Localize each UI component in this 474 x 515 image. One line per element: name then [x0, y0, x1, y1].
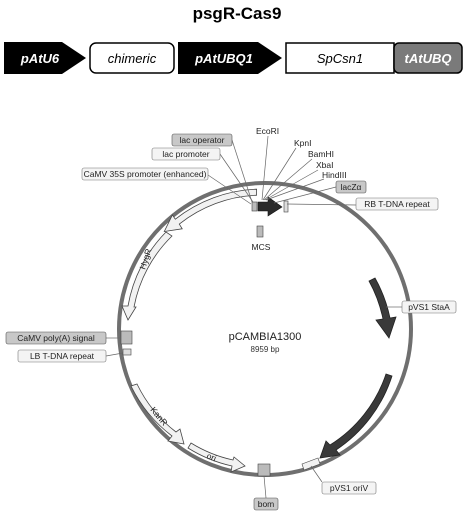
lb-repeat-marker: [122, 348, 132, 356]
mcs-marker: [256, 225, 264, 238]
label-lacz: lacZα: [335, 180, 367, 194]
construct-title: psgR-Cas9: [192, 4, 282, 23]
label-ecori: EcoRI: [256, 126, 279, 136]
construct-label-spcsn1: SpCsn1: [317, 51, 363, 66]
construct-label-tatubq: tAtUBQ: [405, 51, 452, 66]
label-kpni: KpnI: [294, 138, 312, 148]
plasmid-backbone: [117, 181, 413, 477]
linear-construct: pAtU6 chimeric pAtUBQ1 SpCsn1 tAtUBQ: [4, 42, 463, 74]
svg-text:XbaI: XbaI: [316, 160, 334, 170]
lacz-arrow: [257, 196, 283, 217]
svg-text:pVS1 StaA: pVS1 StaA: [408, 302, 450, 312]
svg-text:lac operator: lac operator: [180, 135, 225, 145]
construct-label-patubq1: pAtUBQ1: [194, 51, 253, 66]
leader-lines: [105, 135, 402, 499]
label-hindiii: HindIII: [322, 170, 347, 180]
construct-element-patu6: pAtU6: [4, 42, 86, 74]
kanr-arrow: [130, 383, 185, 445]
mcs-label: MCS: [252, 242, 271, 252]
svg-text:CaMV 35S promoter (enhanced): CaMV 35S promoter (enhanced): [84, 169, 207, 179]
svg-text:LB T-DNA repeat: LB T-DNA repeat: [30, 351, 95, 361]
label-lb-repeat: LB T-DNA repeat: [17, 349, 107, 363]
ori-arrow: [187, 442, 246, 473]
label-camv-polya: CaMV poly(A) signal: [5, 331, 107, 345]
construct-element-tatubq: tAtUBQ: [393, 42, 463, 74]
svg-text:RB T-DNA repeat: RB T-DNA repeat: [364, 199, 430, 209]
construct-element-patubq1: pAtUBQ1: [178, 42, 282, 74]
label-camv-35s: CaMV 35S promoter (enhanced): [81, 167, 209, 181]
construct-element-spcsn1: SpCsn1: [285, 42, 395, 74]
construct-label-chimeric: chimeric: [108, 51, 157, 66]
label-pvs1-staa: pVS1 StaA: [401, 300, 457, 314]
plasmid-map: HygR KanR ori pVS1 RepA MCS: [5, 126, 457, 511]
label-bamhi: BamHI: [308, 149, 334, 159]
svg-text:BamHI: BamHI: [308, 149, 334, 159]
plasmid-name: pCAMBIA1300: [229, 331, 302, 343]
svg-text:bom: bom: [258, 499, 275, 509]
pvs1-staa-arrow: [368, 277, 397, 339]
label-rb-repeat: RB T-DNA repeat: [355, 197, 439, 211]
camv-polya-marker: [120, 330, 133, 345]
svg-text:lac promoter: lac promoter: [162, 149, 209, 159]
hygr-arrow-2: [121, 231, 173, 321]
svg-text:EcoRI: EcoRI: [256, 126, 279, 136]
plasmid-size: 8959 bp: [251, 345, 280, 354]
svg-text:pVS1 oriV: pVS1 oriV: [330, 483, 369, 493]
lac-operator-marker: [251, 201, 258, 212]
construct-element-chimeric: chimeric: [89, 42, 175, 74]
label-pvs1-oriv: pVS1 oriV: [321, 481, 377, 495]
bom-marker: [257, 463, 271, 477]
pvs1-oriv-marker: [301, 457, 321, 471]
rb-repeat-marker: [283, 200, 289, 213]
svg-text:KpnI: KpnI: [294, 138, 312, 148]
construct-label-patu6: pAtU6: [20, 51, 60, 66]
svg-text:CaMV poly(A) signal: CaMV poly(A) signal: [17, 333, 95, 343]
pvs1-repa-arrow: [319, 373, 393, 459]
svg-text:lacZα: lacZα: [341, 182, 362, 192]
label-bom: bom: [253, 497, 279, 511]
ori-label: ori: [205, 451, 218, 464]
label-xbai: XbaI: [316, 160, 334, 170]
label-lac-operator: lac operator: [171, 133, 233, 147]
svg-text:HindIII: HindIII: [322, 170, 347, 180]
label-lac-promoter: lac promoter: [151, 147, 221, 161]
